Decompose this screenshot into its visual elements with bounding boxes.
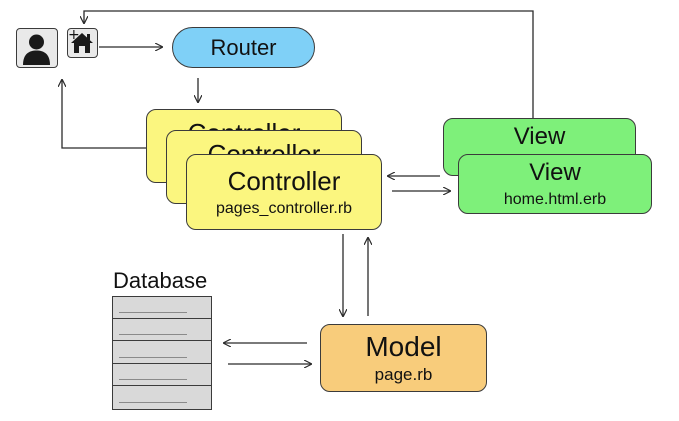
database-label: Database (113, 268, 208, 293)
router-label: Router (210, 34, 277, 60)
router-node: Router (172, 27, 315, 68)
arrow-view-to-home (84, 10, 534, 118)
database-row (113, 297, 211, 320)
database-row (113, 319, 211, 342)
database-row (113, 386, 211, 408)
database-row (113, 341, 211, 364)
model-file: page.rb (374, 365, 433, 384)
controller-node-front: Controller pages_controller.rb (186, 154, 382, 230)
controller-label: Controller (227, 166, 341, 196)
arrow-controller-to-user (62, 80, 146, 149)
view-node-front: View home.html.erb (458, 154, 652, 214)
model-node: Model page.rb (320, 324, 487, 392)
view-file: home.html.erb (503, 191, 607, 208)
user-icon (16, 28, 58, 68)
plus-icon: + (68, 27, 80, 43)
controller-file: pages_controller.rb (215, 200, 353, 217)
view-label: View (529, 159, 581, 186)
home-icon (67, 28, 98, 58)
database-row (113, 364, 211, 386)
database-icon (112, 296, 212, 410)
view-label: View (513, 123, 566, 150)
model-label: Model (365, 331, 442, 362)
